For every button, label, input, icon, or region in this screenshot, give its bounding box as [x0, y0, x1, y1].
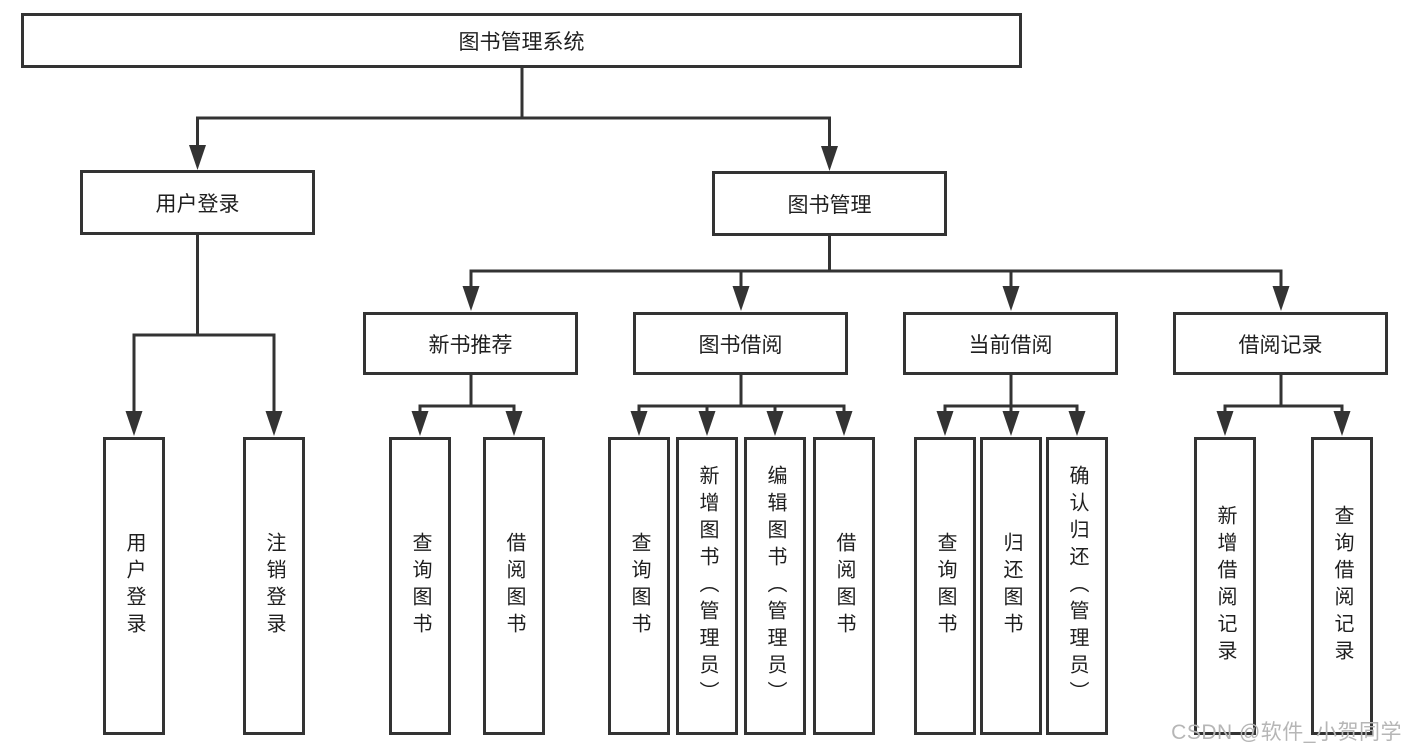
- leaf-query-borrow-record: 查询借阅记录: [1311, 437, 1373, 735]
- node-borrow-records: 借阅记录: [1173, 312, 1388, 375]
- node-book-borrow: 图书借阅: [633, 312, 848, 375]
- leaf-query-books-recommend: 查询图书: [389, 437, 451, 735]
- leaf-add-borrow-record: 新增借阅记录: [1194, 437, 1256, 735]
- leaf-return-book: 归还图书: [980, 437, 1042, 735]
- leaf-borrow-books-recommend: 借阅图书: [483, 437, 545, 735]
- connector-current-borrow-children: [936, 375, 1086, 436]
- csdn-watermark: CSDN @软件_小贺同学: [1171, 721, 1402, 744]
- connector-borrow-records-children: [1216, 375, 1351, 436]
- leaf-edit-book-admin: 编辑图书（管理员）: [744, 437, 806, 735]
- connector-root-to-level2: [189, 68, 838, 171]
- leaf-query-books-current: 查询图书: [914, 437, 976, 735]
- node-current-borrow: 当前借阅: [903, 312, 1118, 375]
- leaf-logout: 注销登录: [243, 437, 305, 735]
- leaf-user-login: 用户登录: [103, 437, 165, 735]
- leaf-borrow-books: 借阅图书: [813, 437, 875, 735]
- leaf-query-books-borrow: 查询图书: [608, 437, 670, 735]
- leaf-add-book-admin: 新增图书（管理员）: [676, 437, 738, 735]
- node-user-login: 用户登录: [80, 170, 315, 235]
- connector-book-borrow-children: [630, 375, 853, 436]
- node-book-management: 图书管理: [712, 171, 947, 236]
- leaf-confirm-return-admin: 确认归还（管理员）: [1046, 437, 1108, 735]
- connector-book-management-children: [462, 236, 1290, 311]
- connector-new-book-recommend-children: [411, 375, 523, 436]
- node-library-management-system: 图书管理系统: [21, 13, 1022, 68]
- connector-user-login-children: [125, 235, 283, 436]
- node-new-book-recommend: 新书推荐: [363, 312, 578, 375]
